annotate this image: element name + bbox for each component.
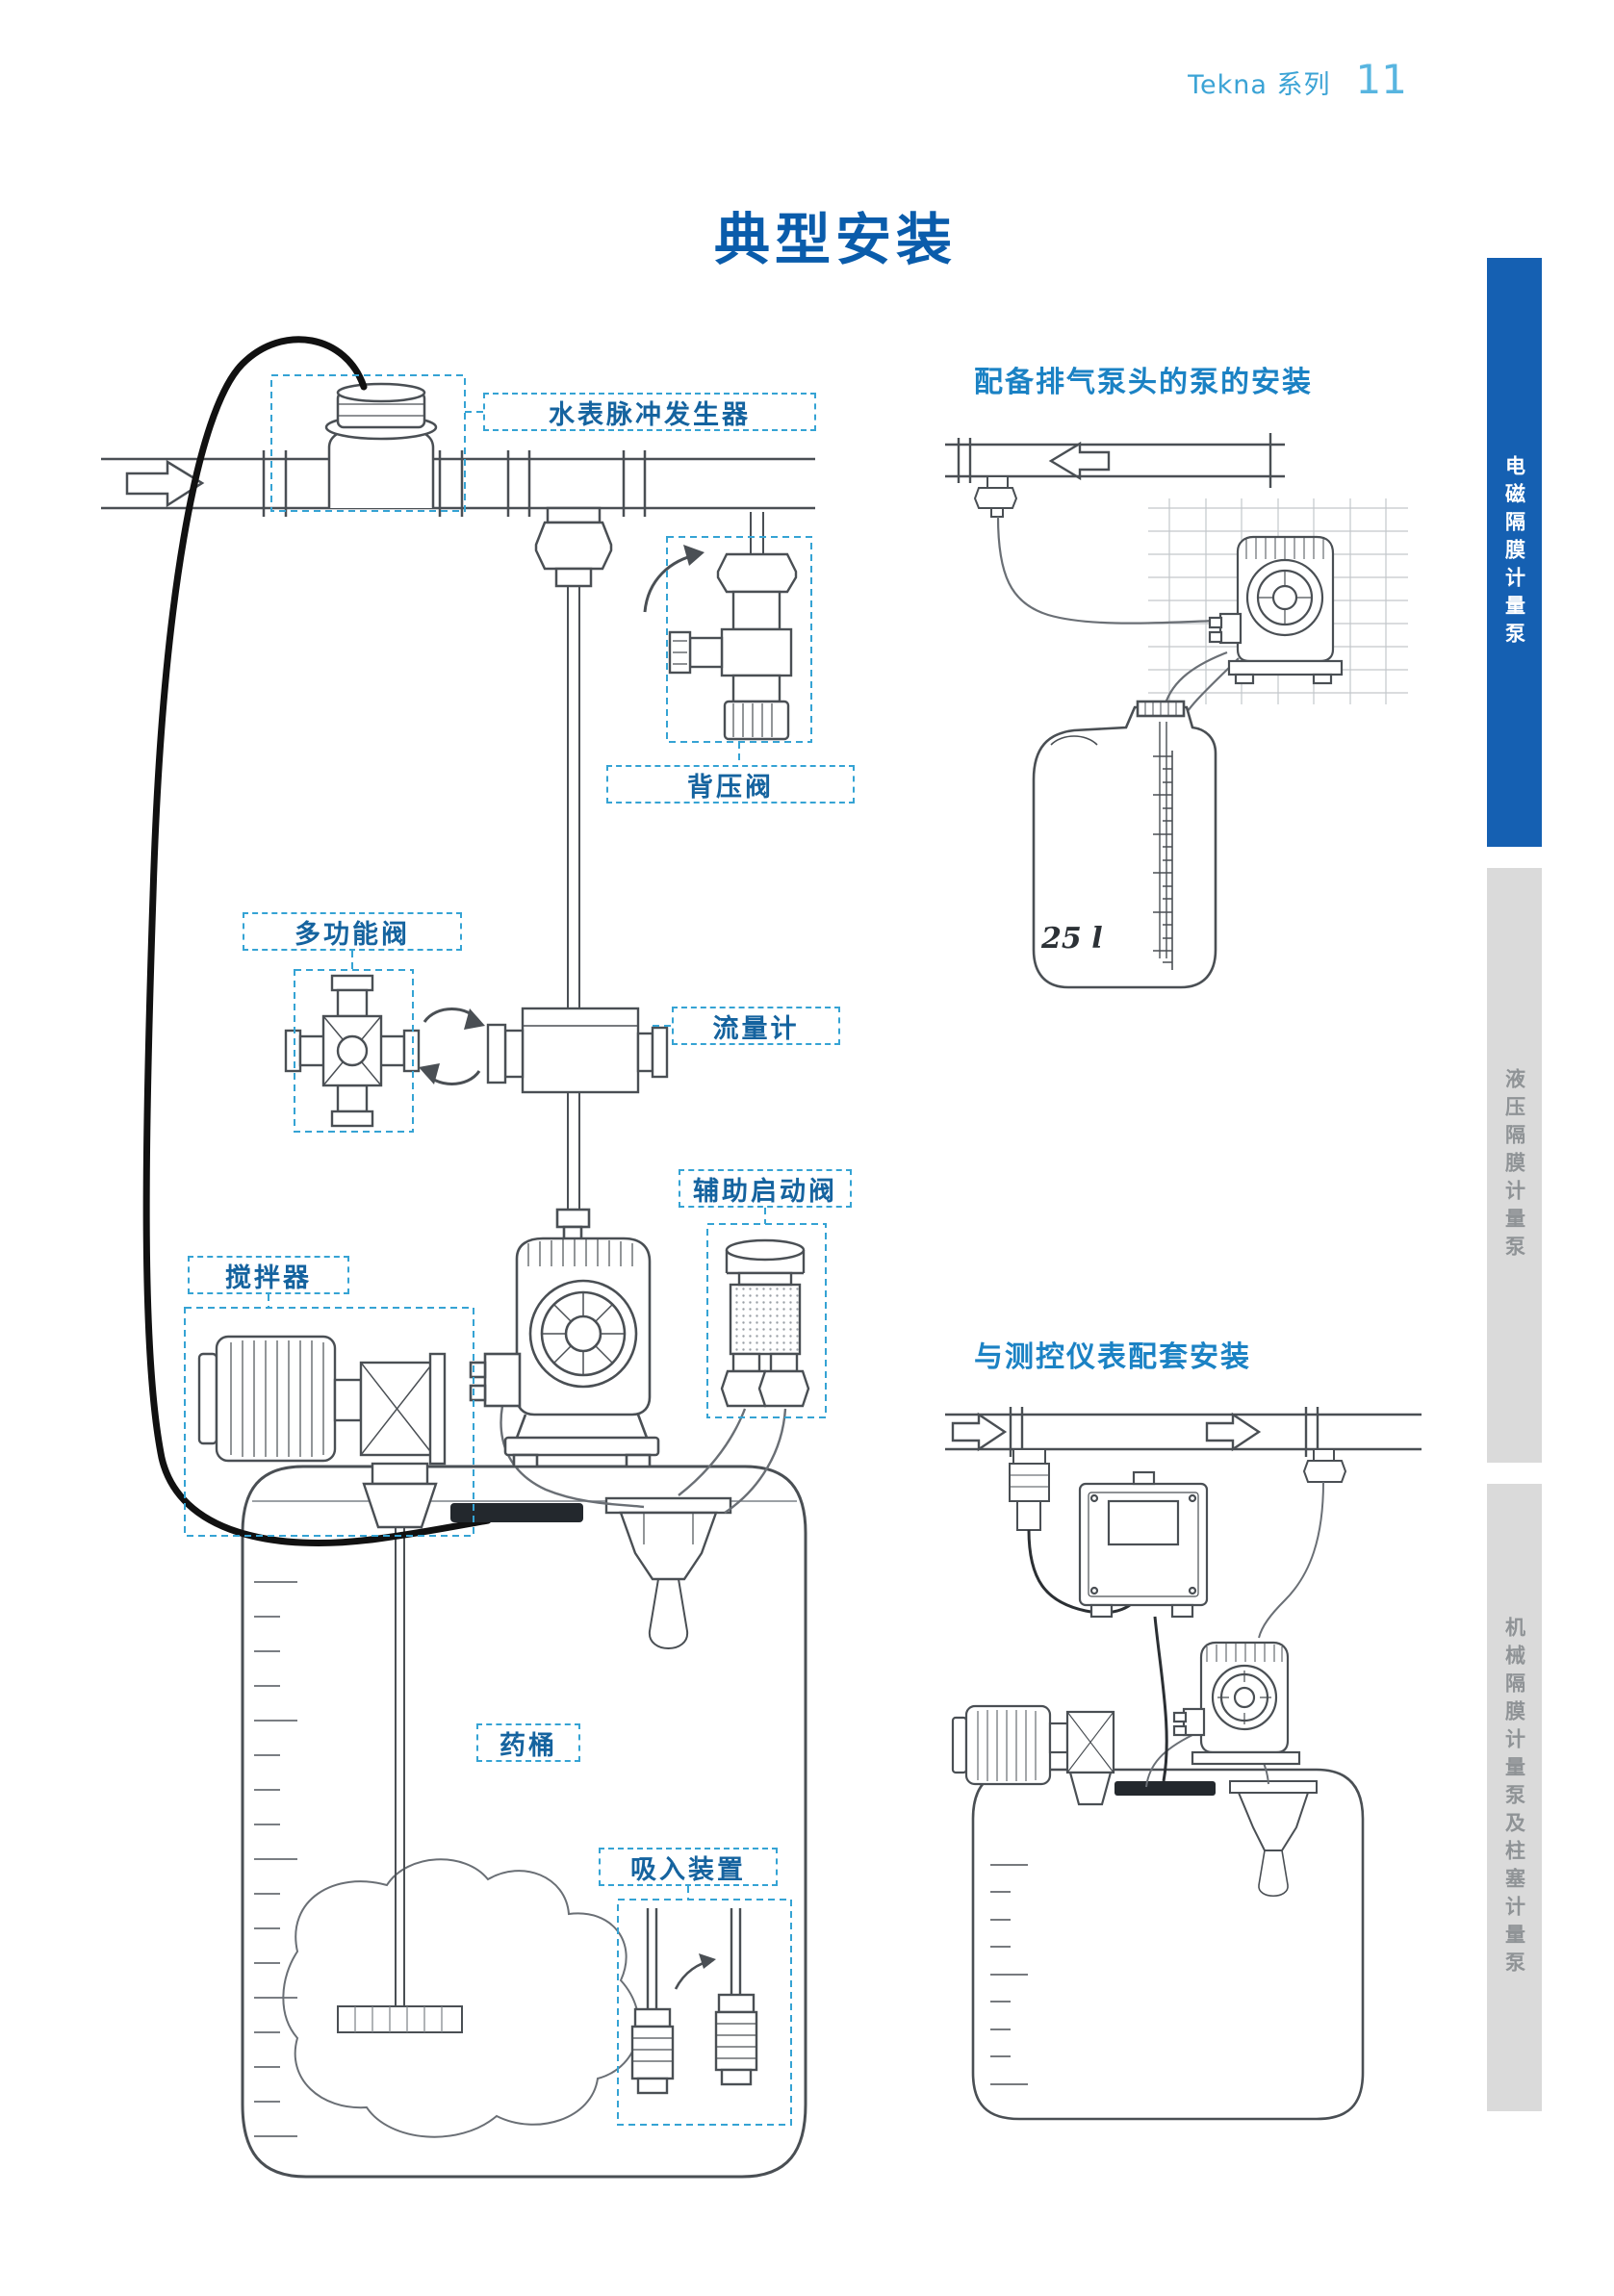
rotation-arrow [699,1953,716,1969]
dosing-tubes [500,1405,787,1514]
callout-multi-function-valve: 多功能阀 [243,912,462,951]
callout-auxiliary-start-valve: 辅助启动阀 [679,1169,852,1208]
page-title: 典型安装 [714,207,958,272]
main-installation-diagram [101,336,827,2179]
auxiliary-start-valve-drawing [720,1238,810,1408]
callout-agitator: 搅拌器 [188,1256,349,1294]
degassing-installation-diagram [945,433,1408,989]
callout-boxes [184,374,827,2126]
water-main-pipe [101,450,815,517]
instrument-installation-diagram [945,1407,1422,2121]
agitator-motor [951,1704,1115,1806]
injection-funnel [1229,1780,1318,1897]
agitator-drawing [197,1335,447,1529]
flow-arrow [1205,1412,1262,1452]
canister-scale [1153,755,1172,963]
probe-holder [1009,1448,1050,1531]
tank-graduations [990,1864,1028,2085]
back-pressure-valve-drawing [643,512,798,741]
injection-tee [534,506,613,1218]
flow-arrow [1048,441,1111,481]
series-name: Tekna 系列 [1188,70,1331,100]
callout-water-meter-pulse-generator: 水表脉冲发生器 [483,393,816,431]
pump [1172,1641,1301,1766]
rotation-arrows [419,1008,485,1085]
callout-flow-meter: 流量计 [672,1007,840,1045]
cable-connector-block [1114,1781,1216,1796]
injection-valve [1302,1448,1347,1483]
section-title-instrument-installation: 与测控仪表配套安装 [974,1340,1251,1374]
canister-volume-label: 25 l [1041,922,1103,956]
sidebar-tab-hydraulic-diaphragm-pump: 液压隔膜计量泵 [1487,868,1542,1463]
section-title-degassing-head-installation: 配备排气泵头的泵的安装 [974,366,1313,399]
sidebar-tab-mechanical-plunger-pump: 机械隔膜计量泵及柱塞计量泵 [1487,1484,1542,2111]
multi-function-valve-drawing [284,974,421,1128]
tubing [996,516,1240,723]
injection-funnel [604,1496,732,1649]
suction-device-drawing [630,1908,758,2095]
water-meter-drawing [324,382,438,508]
callout-suction-device: 吸入装置 [599,1848,778,1886]
flow-meter-drawing [486,1007,669,1094]
agitator-shaft [395,1527,405,2006]
cable-connector-block [450,1503,583,1522]
page-number: 11 [1355,56,1407,103]
flow-arrow [125,459,205,508]
controller-display [1107,1499,1180,1546]
controller-box [1078,1470,1209,1619]
canister-25l [1032,700,1217,989]
tank-graduations [254,1581,297,2137]
agitator-paddle [337,2005,463,2033]
page-header: Tekna 系列 11 [1188,56,1407,103]
signal-cable [142,336,492,1546]
flow-arrow [951,1412,1008,1452]
rotation-arrow [683,545,705,566]
suction-lance [1159,722,1167,958]
pump [1208,535,1344,685]
callout-back-pressure-valve: 背压阀 [606,765,855,804]
dosing-pump-drawing [469,1208,660,1468]
sidebar-tab-solenoid-diaphragm-pump: 电磁隔膜计量泵 [1487,258,1542,847]
injection-valve [973,475,1018,518]
chemical-tank-drawing [241,1465,807,2179]
tank [971,1768,1365,2121]
callout-chemical-tank: 药桶 [476,1723,580,1762]
